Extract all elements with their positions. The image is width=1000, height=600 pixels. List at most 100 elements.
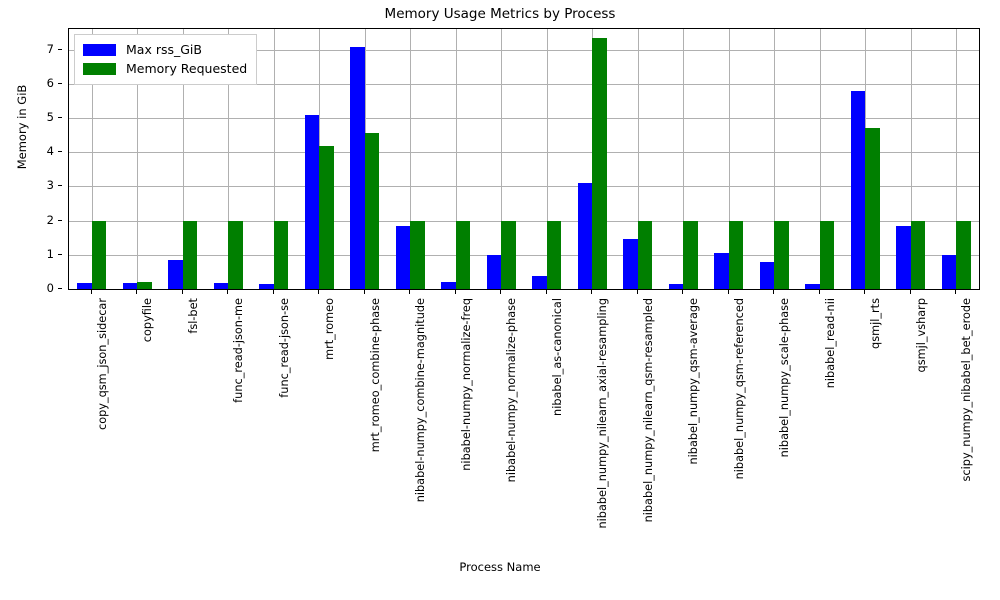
bar-memory-requested[interactable] bbox=[410, 220, 425, 289]
bar-memory-requested[interactable] bbox=[592, 37, 607, 289]
x-tick-mark bbox=[545, 290, 547, 294]
bar-memory-requested[interactable] bbox=[910, 220, 926, 289]
bar-max-rss[interactable] bbox=[532, 276, 547, 289]
bar-memory-requested[interactable] bbox=[137, 282, 152, 289]
bar-memory-requested[interactable] bbox=[546, 220, 562, 289]
x-tick-label: qsmjl_vsharp bbox=[914, 298, 928, 373]
x-tick-mark bbox=[90, 290, 92, 294]
gridline-vertical bbox=[774, 29, 776, 289]
y-tick-mark bbox=[58, 151, 62, 153]
bar-memory-requested[interactable] bbox=[273, 220, 289, 289]
bar-max-rss[interactable] bbox=[122, 283, 138, 289]
bar-memory-requested[interactable] bbox=[455, 220, 471, 289]
y-tick-label: 2 bbox=[46, 212, 54, 227]
x-tick-label: nibabel_numpy_qsm-average bbox=[687, 298, 701, 465]
legend-item[interactable]: Memory Requested bbox=[83, 59, 247, 78]
legend-item[interactable]: Max rss_GiB bbox=[83, 40, 247, 59]
x-tick-label: nibabel-numpy_normalize-phase bbox=[505, 298, 519, 483]
bar-group bbox=[615, 29, 661, 289]
bar-max-rss[interactable] bbox=[304, 115, 320, 289]
x-tick-mark bbox=[682, 290, 684, 294]
bar-max-rss[interactable] bbox=[623, 238, 638, 289]
x-tick-mark bbox=[773, 290, 775, 294]
x-tick-label: nibabel_read-nii bbox=[823, 298, 837, 389]
y-tick-label: 7 bbox=[46, 41, 54, 56]
bar-memory-requested[interactable] bbox=[319, 146, 334, 289]
bar-group bbox=[433, 29, 479, 289]
bar-max-rss[interactable] bbox=[486, 254, 502, 289]
x-tick-label: mrt_romeo_combine-phase bbox=[368, 298, 382, 453]
x-tick-mark bbox=[500, 290, 502, 294]
gridline-horizontal bbox=[69, 220, 979, 222]
gridline-horizontal bbox=[69, 49, 979, 51]
bar-max-rss[interactable] bbox=[941, 254, 957, 289]
bar-memory-requested[interactable] bbox=[182, 220, 198, 289]
x-tick-mark bbox=[818, 290, 820, 294]
bar-memory-requested[interactable] bbox=[819, 220, 835, 289]
x-tick-label: fsl-bet bbox=[186, 298, 200, 334]
bar-memory-requested[interactable] bbox=[865, 127, 880, 289]
bar-memory-requested[interactable] bbox=[774, 220, 789, 289]
bar-memory-requested[interactable] bbox=[683, 220, 698, 289]
bar-group bbox=[797, 29, 843, 289]
bar-max-rss[interactable] bbox=[896, 225, 911, 289]
bar-max-rss[interactable] bbox=[77, 282, 92, 289]
bar-max-rss[interactable] bbox=[714, 252, 729, 289]
bar-group bbox=[934, 29, 980, 289]
y-tick-mark bbox=[58, 82, 62, 84]
bar-max-rss[interactable] bbox=[441, 282, 456, 289]
y-tick-mark bbox=[58, 48, 62, 50]
gridline-vertical bbox=[819, 29, 821, 289]
bar-max-rss[interactable] bbox=[759, 261, 775, 289]
x-tick-mark bbox=[318, 290, 320, 294]
bar-group bbox=[479, 29, 525, 289]
bar-max-rss[interactable] bbox=[168, 259, 183, 289]
bar-memory-requested[interactable] bbox=[91, 220, 107, 289]
bar-memory-requested[interactable] bbox=[728, 220, 744, 289]
bar-memory-requested[interactable] bbox=[637, 220, 653, 289]
x-tick-mark bbox=[363, 290, 365, 294]
bar-max-rss[interactable] bbox=[850, 90, 866, 289]
bar-memory-requested[interactable] bbox=[501, 220, 516, 289]
bar-memory-requested[interactable] bbox=[956, 220, 971, 289]
bar-max-rss[interactable] bbox=[668, 283, 684, 289]
y-tick-mark bbox=[58, 288, 62, 289]
bar-memory-requested[interactable] bbox=[364, 133, 380, 289]
bar-max-rss[interactable] bbox=[805, 283, 820, 289]
bar-max-rss[interactable] bbox=[350, 46, 365, 289]
legend-label: Memory Requested bbox=[126, 61, 248, 76]
gridline-vertical bbox=[91, 29, 93, 289]
y-tick-mark bbox=[58, 185, 62, 187]
bar-max-rss[interactable] bbox=[213, 283, 229, 289]
x-tick-label: nibabel-numpy_normalize-freq bbox=[459, 298, 473, 471]
x-tick-label: nibabel-numpy_combine-magnitude bbox=[414, 298, 428, 503]
bar-group bbox=[206, 29, 252, 289]
x-tick-mark bbox=[727, 290, 729, 294]
x-tick-label: nibabel_numpy_scale-phase bbox=[778, 298, 792, 458]
x-tick-mark bbox=[136, 290, 138, 294]
bar-group bbox=[752, 29, 798, 289]
bar-max-rss[interactable] bbox=[259, 283, 274, 289]
bar-max-rss[interactable] bbox=[395, 225, 411, 289]
y-tick-mark bbox=[58, 253, 62, 255]
y-axis-title: Memory in GiB bbox=[15, 84, 29, 170]
bar-group bbox=[570, 29, 616, 289]
gridline-vertical bbox=[910, 29, 912, 289]
y-tick-mark bbox=[58, 219, 62, 221]
bar-memory-requested[interactable] bbox=[228, 220, 243, 289]
x-tick-label: nibabel_numpy_nilearn_qsm-resampled bbox=[641, 298, 655, 523]
x-tick-mark bbox=[272, 290, 274, 294]
gridline-vertical bbox=[956, 29, 958, 289]
x-tick-label: func_read-json-se bbox=[277, 298, 291, 398]
gridline-vertical bbox=[546, 29, 548, 289]
x-tick-mark bbox=[955, 290, 957, 294]
bar-group bbox=[888, 29, 934, 289]
bar-max-rss[interactable] bbox=[577, 182, 593, 289]
gridline-horizontal bbox=[69, 186, 979, 188]
y-tick-label: 4 bbox=[46, 144, 54, 159]
x-tick-mark bbox=[909, 290, 911, 294]
y-tick-label: 5 bbox=[46, 109, 54, 124]
x-tick-label: nibabel_numpy_nilearn_axial-resampling bbox=[596, 298, 610, 529]
x-tick-mark bbox=[864, 290, 866, 294]
